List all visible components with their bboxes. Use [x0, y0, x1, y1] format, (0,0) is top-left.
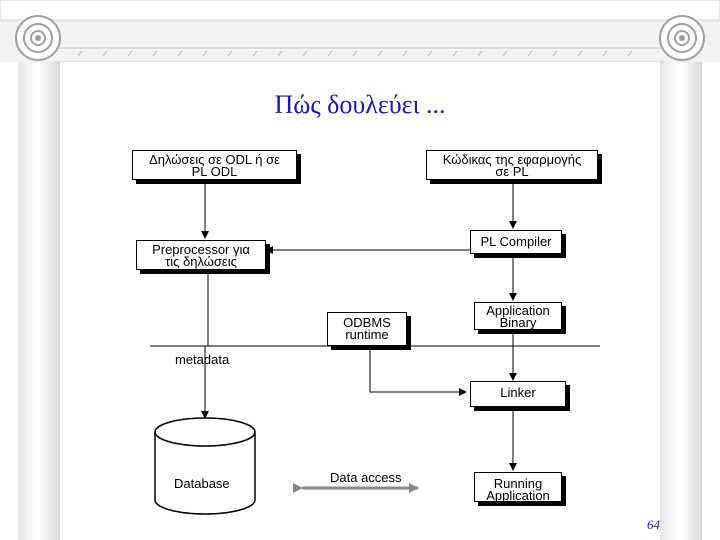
left-volute-icon: [15, 15, 61, 61]
linker-label: Linker: [500, 385, 536, 400]
application-code-box: Κώδικας της εφαρμογής σε PL: [426, 150, 598, 180]
running-application-line2: Application: [486, 488, 550, 503]
odl-declarations-box: Δηλώσεις σε ODL ή σε PL ODL: [132, 150, 297, 180]
metadata-label: metadata: [175, 352, 230, 367]
application-binary-line1: Application: [486, 303, 550, 318]
dentil-row: [77, 50, 633, 57]
application-binary-box: Application Binary: [474, 302, 562, 330]
preprocessor-box: Preprocessor για τις δηλώσεις: [136, 240, 266, 270]
linker-box: Linker: [470, 381, 566, 407]
slide-title: Πώς δουλεύει ...: [274, 90, 446, 119]
preprocessor-line1: Preprocessor για: [152, 242, 250, 257]
odl-declarations-line2: PL ODL: [191, 164, 238, 179]
odl-declarations-line1: Δηλώσεις σε ODL ή σε: [149, 152, 280, 167]
right-volute-icon: [659, 15, 705, 61]
application-binary-line2: Binary: [499, 315, 537, 330]
application-code-line1: Κώδικας της εφαρμογής: [442, 152, 582, 167]
left-column: [18, 60, 60, 540]
right-column: [660, 60, 702, 540]
preprocessor-line2: τις δηλώσεις: [165, 254, 237, 269]
data-access-label: Data access: [330, 470, 402, 485]
page-number: 64: [647, 517, 660, 532]
odbms-runtime-line1: ODBMS: [343, 315, 391, 330]
database-cylinder-icon: [154, 417, 256, 515]
arrow-runtime-to-linker: [369, 348, 467, 396]
odbms-runtime-line2: runtime: [345, 327, 389, 342]
odbms-runtime-box: ODBMS runtime: [327, 312, 407, 346]
running-application-line1: Running: [493, 476, 543, 491]
pl-compiler-box: PL Compiler: [470, 230, 562, 254]
running-application-box: Running Application: [474, 472, 562, 502]
pl-compiler-label: PL Compiler: [480, 234, 552, 249]
application-code-line2: σε PL: [495, 164, 529, 179]
database-label: Database: [174, 476, 230, 491]
